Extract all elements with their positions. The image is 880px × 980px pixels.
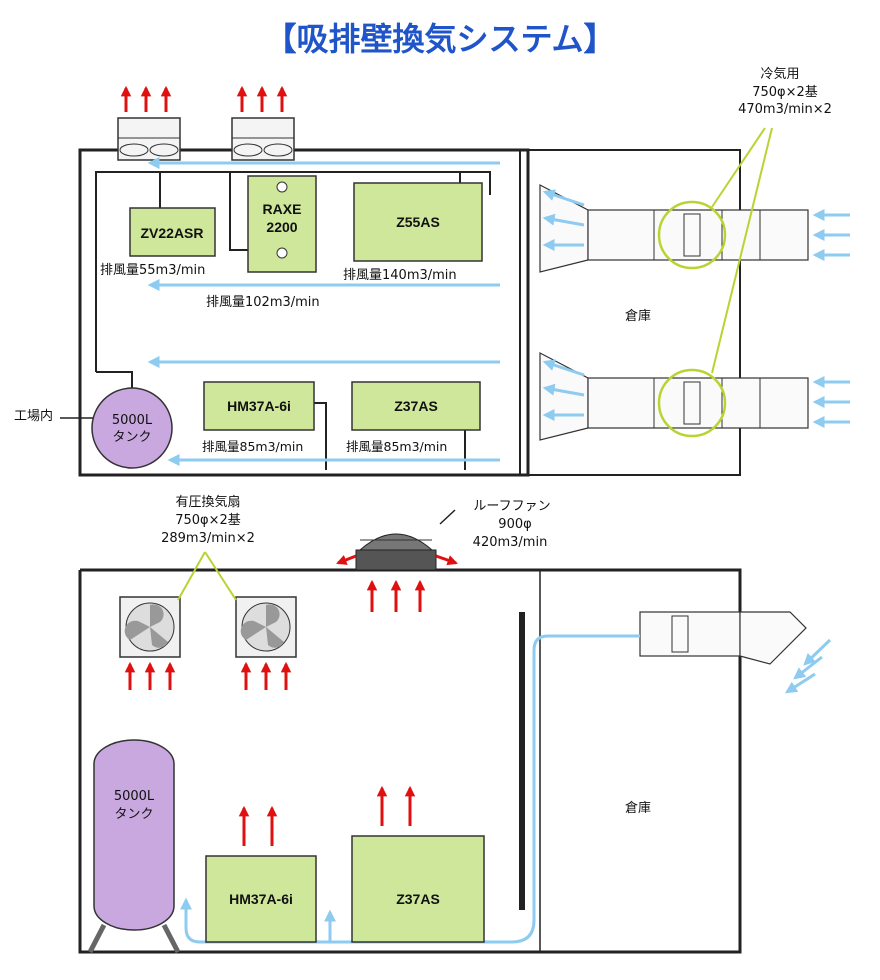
factory-label: 工場内 [14,408,53,424]
warehouse-label-top: 倉庫 [625,309,651,324]
pressure-fan-leaders [177,551,237,601]
machine-exhaust-arrows-side [238,785,416,846]
cooling-fan-leaders [711,127,773,374]
exhaust-label-hm37a: 排風量85m3/min [202,439,303,454]
machine-hm37a-side-label: HM37A-6i [229,891,293,907]
exhaust-arrows-top [120,85,288,112]
machine-z37as-top-label: Z37AS [394,398,438,414]
side-cooling-duct [639,611,807,665]
airflow-arrows-intake-side [784,638,832,694]
pressure-fan-left [119,596,181,658]
machine-zv22asr-label: ZV22ASR [140,225,203,241]
exhaust-arrows-fans [124,661,292,690]
warehouse-wall [527,149,741,476]
pressure-fan-label-1: 有圧換気扇 [175,494,240,510]
roof-fan-label-3: 420m3/min [473,535,548,550]
exhaust-unit-left [117,117,181,161]
machine-zv22asr: ZV22ASR [129,207,216,257]
tank-top: 5000L タンク [91,387,173,469]
duct-hm37a [314,402,327,470]
page-title: 【吸排壁換気システム】 [264,20,615,58]
side-view: 有圧換気扇 750φ×2基 289m3/min×2 ルーフファン 900φ [78,494,832,954]
roof-fan-label-1: ルーフファン [473,499,550,514]
side-building-outline [78,568,742,954]
tank-side-label-2: タンク [114,807,153,822]
machine-z37as-top: Z37AS [351,381,481,431]
machine-hm37a-top-label: HM37A-6i [227,398,291,414]
cooling-fan-label-1: 冷気用 [760,66,799,82]
pressure-fan-label-2: 750φ×2基 [175,513,241,528]
machine-z55as-label: Z55AS [396,214,440,230]
exhaust-unit-right [231,117,295,161]
machine-raxe-label-1: RAXE [263,201,302,217]
warehouse-label-side: 倉庫 [625,801,651,816]
machine-hm37a-top: HM37A-6i [203,381,315,431]
airflow-path-side [180,634,640,944]
roof-fan-arrows [336,554,458,612]
machine-raxe-label-2: 2200 [266,219,297,235]
machine-z37as-side-label: Z37AS [396,891,440,907]
exhaust-label-z37as: 排風量85m3/min [346,439,447,454]
cooling-fan-label-2: 750φ×2基 [752,85,818,100]
machine-z55as: Z55AS [353,182,483,262]
cooling-duct-lower [539,352,809,441]
machine-hm37a-side: HM37A-6i [205,855,317,943]
pressure-fan-label-3: 289m3/min×2 [161,531,255,546]
roof-fan [355,533,437,571]
cooling-duct-upper [539,184,809,273]
tank-top-label-2: タンク [112,430,151,445]
exhaust-label-raxe: 排風量102m3/min [206,295,320,310]
tank-top-label-1: 5000L [112,413,153,428]
roof-fan-leader [439,509,456,525]
roof-fan-label-2: 900φ [498,517,531,532]
exhaust-label-zv22asr: 排風量55m3/min [100,263,205,278]
exhaust-duct [95,171,491,372]
machine-raxe: RAXE 2200 [247,175,317,273]
pressure-fan-right [235,596,297,658]
tank-side-label-1: 5000L [114,789,155,804]
machine-z37as-side: Z37AS [351,835,485,943]
airflow-arrows-factory [147,157,500,466]
exhaust-label-z55as: 排風量140m3/min [343,268,457,283]
tank-side: 5000L タンク [87,739,181,954]
duct-to-tank [96,371,133,390]
top-view: ZV22ASR RAXE 2200 Z55AS HM37A-6i Z37AS 排… [14,66,850,477]
cooling-fan-label-3: 470m3/min×2 [738,102,832,117]
airflow-arrows-intake-top [542,189,850,428]
